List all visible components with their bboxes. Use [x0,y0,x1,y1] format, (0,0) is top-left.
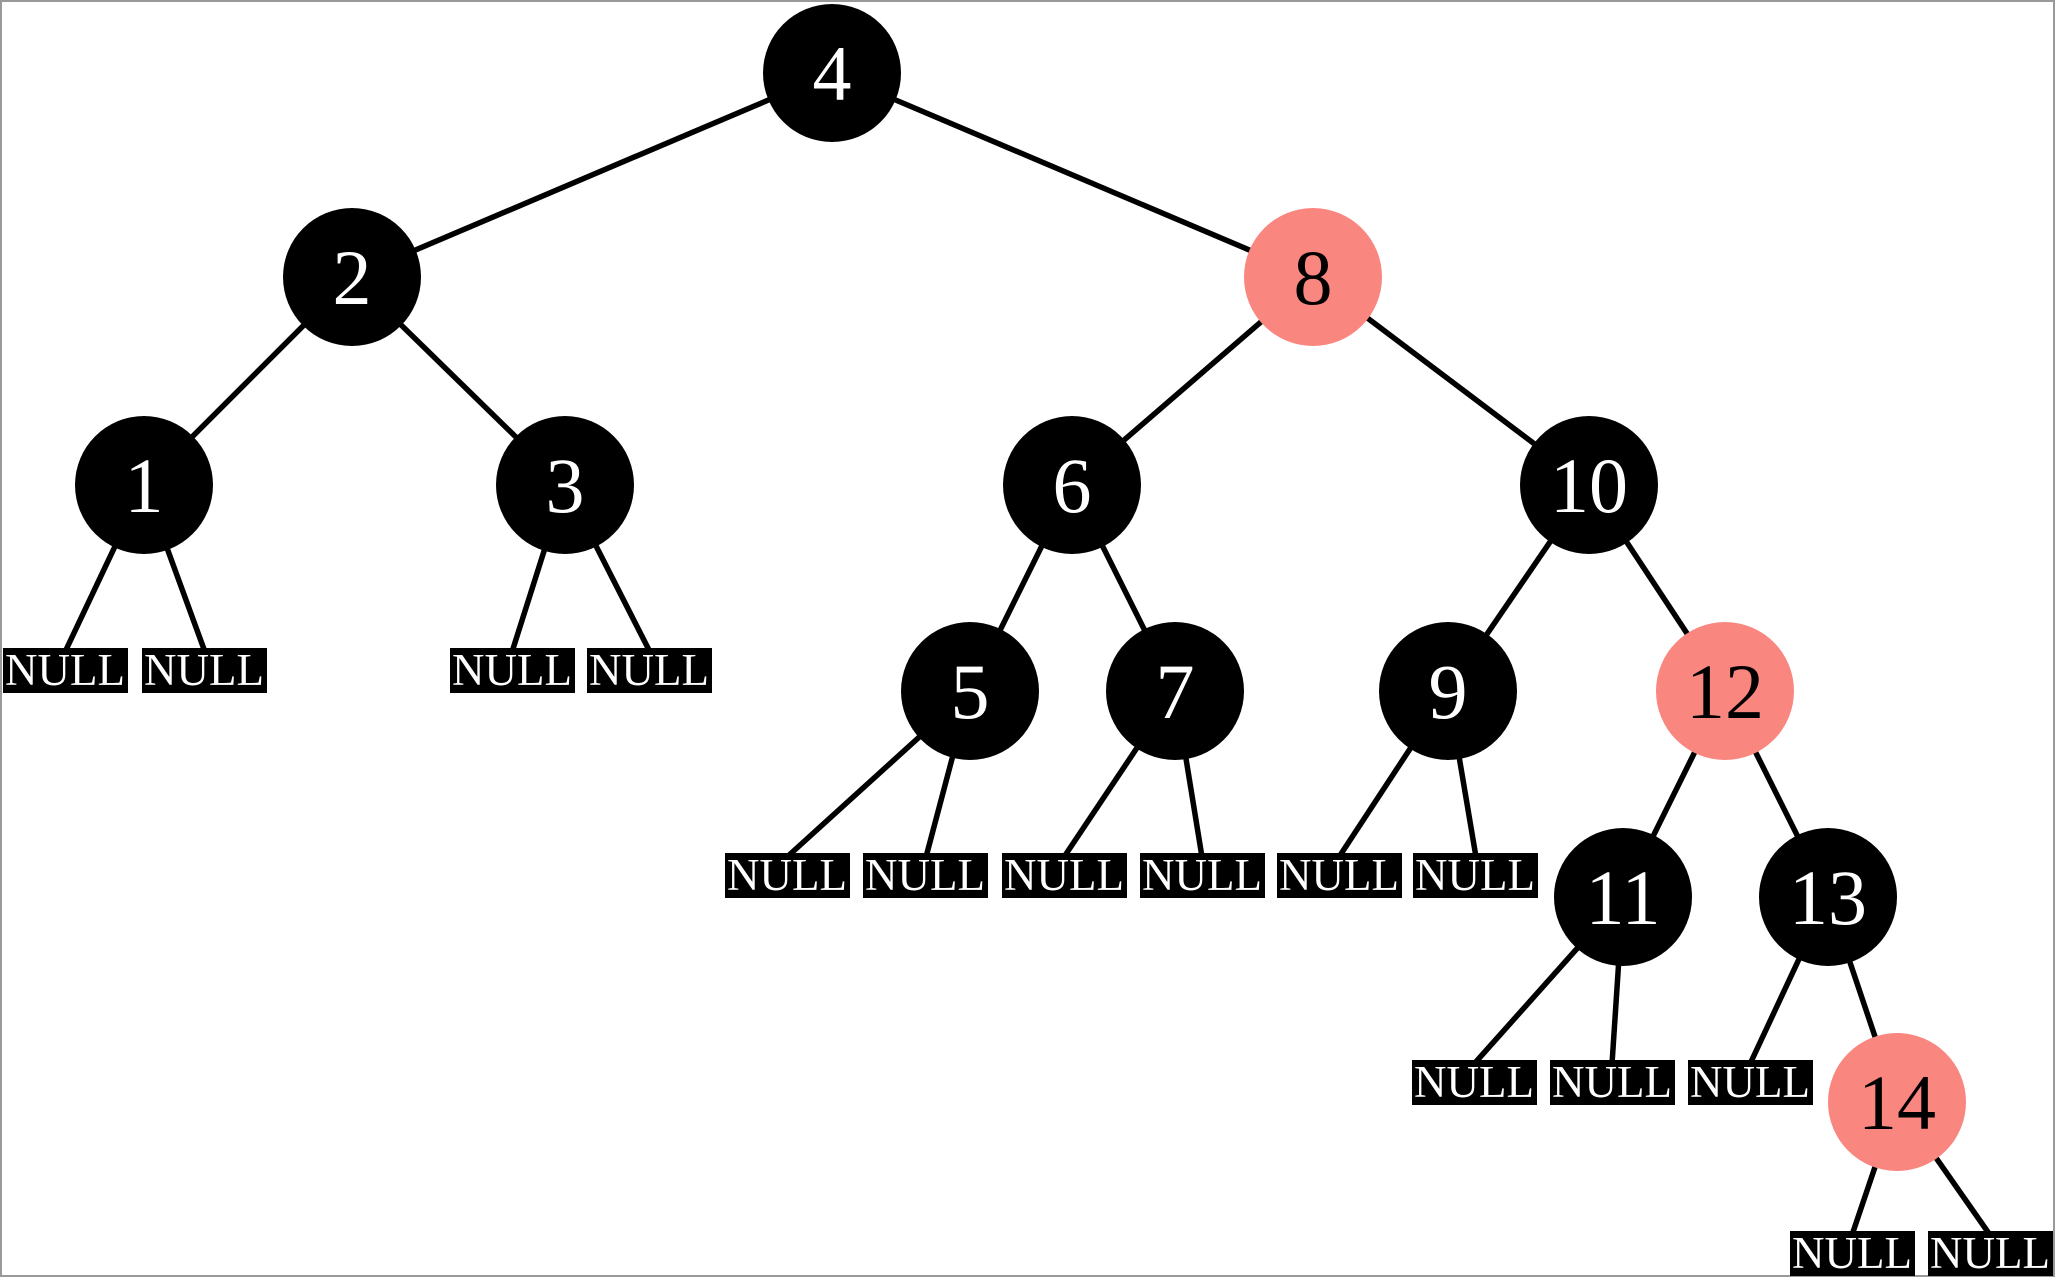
node-1-value: 1 [125,442,164,529]
node-11-value: 11 [1585,854,1660,941]
svg-text:NULL: NULL [1930,1228,2050,1277]
tree-node-14: 14 [1828,1033,1966,1171]
svg-text:NULL: NULL [452,645,572,695]
svg-text:NULL: NULL [1690,1057,1810,1107]
svg-text:NULL: NULL [1552,1057,1672,1107]
svg-text:NULL: NULL [589,645,709,695]
null-leaf-7r: NULL [1140,850,1265,900]
svg-text:NULL: NULL [1415,850,1535,900]
null-leaf-13l: NULL [1688,1057,1813,1107]
tree-node-2: 2 [283,208,421,346]
null-leaf-5l: NULL [725,850,850,900]
tree-node-13: 13 [1759,828,1897,966]
null-leaves: NULL NULL NULL NULL NULL NULL NULL NULL [3,645,2053,1277]
svg-text:NULL: NULL [727,850,847,900]
null-leaf-3l: NULL [450,645,575,695]
node-9-value: 9 [1429,648,1468,735]
node-8-value: 8 [1294,234,1333,321]
node-3-value: 3 [546,442,585,529]
tree-node-11: 11 [1554,828,1692,966]
tree-node-6: 6 [1003,416,1141,554]
tree-node-7: 7 [1106,622,1244,760]
tree-node-1: 1 [75,416,213,554]
null-leaf-14l: NULL [1790,1228,1915,1277]
edge-4-8 [830,70,1315,280]
null-leaf-9r: NULL [1413,850,1538,900]
tree-node-5: 5 [901,622,1039,760]
node-2-value: 2 [333,234,372,321]
node-7-value: 7 [1156,648,1195,735]
svg-text:NULL: NULL [1414,1057,1534,1107]
null-leaf-7l: NULL [1002,850,1127,900]
svg-text:NULL: NULL [1004,850,1124,900]
svg-text:NULL: NULL [144,645,264,695]
svg-text:NULL: NULL [1142,850,1262,900]
svg-text:NULL: NULL [1792,1228,1912,1277]
svg-text:NULL: NULL [5,645,125,695]
node-14-value: 14 [1858,1059,1936,1146]
svg-text:NULL: NULL [865,850,985,900]
svg-text:NULL: NULL [1279,850,1399,900]
null-leaf-3r: NULL [587,645,712,695]
tree-node-12: 12 [1656,622,1794,760]
null-leaf-5r: NULL [863,850,988,900]
node-6-value: 6 [1053,442,1092,529]
node-12-value: 12 [1686,648,1764,735]
tree-node-9: 9 [1379,622,1517,760]
tree-node-4: 4 [763,4,901,142]
null-leaf-1l: NULL [3,645,128,695]
tree-nodes: 4 2 8 1 3 6 10 5 [75,4,1966,1171]
null-leaf-9l: NULL [1277,850,1402,900]
edge-4-2 [350,70,834,280]
node-13-value: 13 [1789,854,1867,941]
null-leaf-11r: NULL [1550,1057,1675,1107]
null-leaf-11l: NULL [1412,1057,1537,1107]
tree-node-8: 8 [1244,208,1382,346]
node-10-value: 10 [1550,442,1628,529]
node-4-value: 4 [813,30,852,117]
null-leaf-1r: NULL [142,645,267,695]
tree-node-3: 3 [496,416,634,554]
null-leaf-14r: NULL [1928,1228,2053,1277]
node-5-value: 5 [951,648,990,735]
tree-node-10: 10 [1520,416,1658,554]
